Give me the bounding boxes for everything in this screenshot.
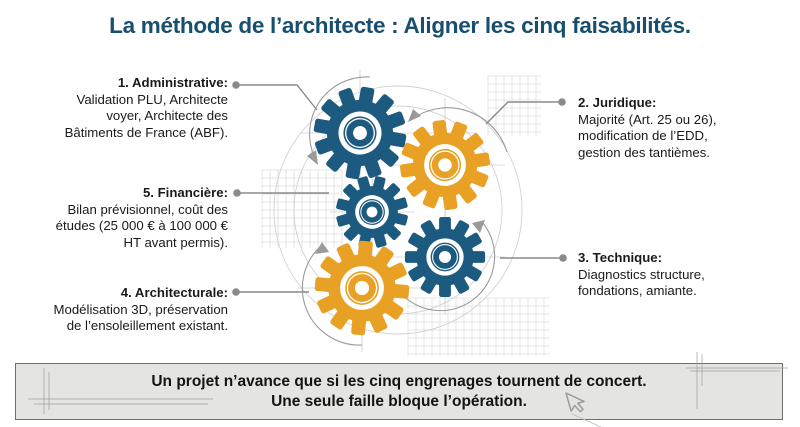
gear-financiere (328, 168, 415, 255)
label-architecturale-body: Modélisation 3D, préservation de l’ensol… (53, 301, 228, 334)
gear-administrative (306, 79, 413, 186)
blueprint-decoration (273, 85, 523, 335)
page-title: La méthode de l’architecte : Aligner les… (109, 13, 691, 38)
label-administrative-body: Validation PLU, Architecte voyer, Archit… (64, 91, 228, 140)
label-administrative: 1. Administrative: Validation PLU, Archi… (58, 75, 228, 141)
gear-technique (405, 217, 485, 297)
label-juridique: 2. Juridique: Majorité (Art. 25 ou 26), … (578, 95, 740, 161)
connector-juridique (485, 101, 562, 125)
banner-line-2: Une seule faille bloque l’opération. (271, 393, 527, 410)
banner-line-1: Un projet n’avance que si les cinq engre… (151, 373, 647, 390)
label-financiere-heading: 5. Financière: (142, 185, 228, 200)
rotation-arrowheads (307, 109, 485, 254)
blueprint-grids (261, 75, 550, 356)
gear-architecturale (311, 237, 413, 339)
label-architecturale: 4. Architecturale: Modélisation 3D, prés… (36, 285, 228, 335)
label-architecturale-heading: 4. Architecturale: (120, 285, 228, 300)
label-technique: 3. Technique: Diagnostics structure, fon… (578, 250, 728, 300)
connector-administrative (236, 84, 318, 111)
gear-centerlines (298, 70, 505, 352)
grid-patch-bottom (407, 297, 550, 356)
rotation-arrows (301, 76, 508, 346)
label-technique-heading: 3. Technique: (578, 250, 663, 265)
label-juridique-heading: 2. Juridique: (578, 95, 657, 110)
label-financiere: 5. Financière: Bilan prévisionnel, coût … (54, 185, 228, 251)
label-financiere-body: Bilan prévisionnel, coût des études (25 … (55, 201, 228, 250)
gear-juridique (394, 114, 495, 215)
label-administrative-heading: 1. Administrative: (117, 75, 228, 90)
conclusion-banner: Un projet n’avance que si les cinq engre… (15, 363, 783, 420)
label-connectors (236, 84, 563, 293)
grid-patch-left (261, 169, 343, 248)
connector-dots (232, 81, 567, 296)
label-technique-body: Diagnostics structure, fondations, amian… (578, 266, 705, 299)
label-juridique-body: Majorité (Art. 25 ou 26), modification d… (578, 111, 717, 160)
grid-patch-top-right (487, 75, 542, 136)
